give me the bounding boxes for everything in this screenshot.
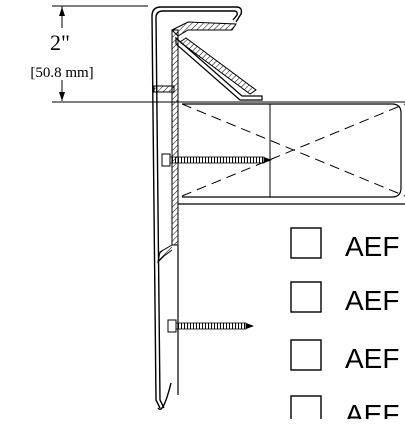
cleat-diagonal-edge	[175, 36, 263, 101]
screw-shank-lower	[175, 322, 247, 330]
legend-item[interactable]: AEF	[290, 395, 399, 424]
cleat-tab	[153, 85, 175, 93]
nailer-dashed-diagonal-2	[181, 103, 405, 197]
screw-shank-upper	[169, 156, 265, 164]
cleat-bottom-hook	[157, 244, 173, 264]
cleat-bracket	[153, 21, 263, 264]
cleat-vertical	[171, 29, 179, 246]
dimension-arrow-top	[59, 7, 65, 16]
dimension-arrow-bottom	[59, 92, 65, 101]
cleat-diagonal	[179, 37, 257, 95]
screw-tip-lower	[246, 323, 254, 329]
legend-list: AEF AEF AEF AEF	[290, 227, 399, 424]
legend-item[interactable]: AEF	[290, 339, 399, 374]
coping-outer-line	[151, 6, 243, 409]
option-label-4: AEF	[345, 399, 399, 419]
option-label-2: AEF	[345, 285, 399, 316]
nailer-outline	[182, 103, 402, 198]
coping-profile	[151, 6, 243, 410]
legend-item[interactable]: AEF	[290, 227, 399, 262]
coping-drip-hook	[157, 382, 172, 410]
checkbox-1[interactable]	[290, 227, 322, 259]
checkbox-2[interactable]	[290, 281, 322, 313]
coping-inner-line	[155, 10, 238, 409]
checkbox-4[interactable]	[290, 395, 322, 424]
checkbox-3[interactable]	[290, 339, 322, 371]
option-label-3: AEF	[345, 343, 399, 374]
wood-nailer	[178, 103, 405, 205]
screw-upper	[161, 153, 272, 167]
screw-head-upper	[161, 153, 171, 167]
screw-tip-upper	[264, 157, 272, 163]
screw-lower	[167, 319, 254, 333]
cleat-top	[171, 21, 237, 37]
dimension-label: 2"	[50, 30, 70, 55]
legend-item[interactable]: AEF	[290, 281, 399, 316]
screw-head-lower	[167, 319, 177, 333]
option-label-1: AEF	[345, 231, 399, 262]
dimension-annotation: 2" [50.8 mm]	[30, 5, 405, 103]
dimension-metric-label: [50.8 mm]	[30, 65, 93, 81]
